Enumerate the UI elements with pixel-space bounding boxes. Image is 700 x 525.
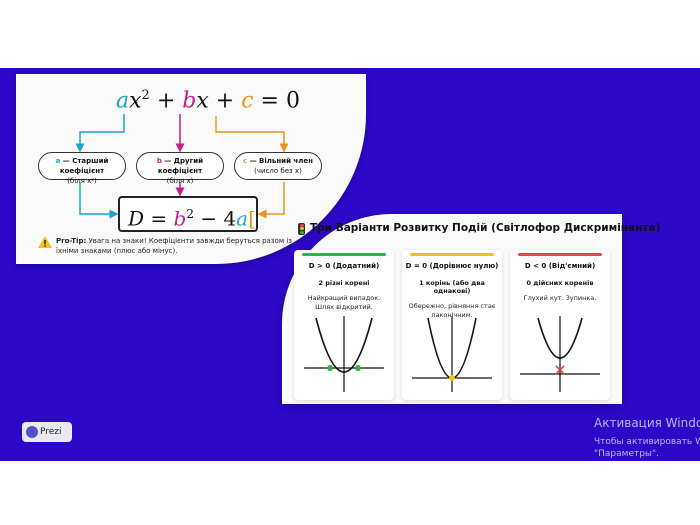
pill-label: c — Вільний член	[235, 156, 321, 166]
pro-tip-text: Увага на знаки! Коефіцієнти завжди берут…	[56, 237, 292, 255]
variant-roots: 1 корінь (або два однакові)	[419, 279, 485, 295]
status-bar-red	[518, 253, 602, 256]
var-x: x	[196, 88, 209, 114]
variant-card-negative: D < 0 (Від'ємний) 0 дійсних коренів Глух…	[510, 250, 610, 400]
equals-zero: = 0	[260, 88, 300, 114]
pill-text: — Другий коефіцієнт	[157, 157, 204, 175]
prezi-logo-icon	[26, 426, 38, 438]
d-minus: − 4	[193, 206, 237, 231]
variant-desc: Обережно, рівняння стає лаконічним.	[408, 302, 496, 319]
d-coef-c: c	[256, 207, 257, 230]
activation-line: Чтобы активировать Wir	[594, 437, 700, 447]
pill-var: b	[156, 157, 162, 165]
coef-b: b	[182, 88, 197, 114]
exponent: 2	[186, 207, 194, 221]
parabola-one-root-graph	[412, 316, 492, 392]
variant-heading: D < 0 (Від'ємний)	[524, 262, 596, 270]
pro-tip: Pro-Tip: Увага на знаки! Коефіцієнти зав…	[56, 236, 316, 256]
pill-var: a	[55, 157, 61, 165]
status-bar-yellow	[410, 253, 494, 256]
parabola-two-roots-graph	[304, 316, 384, 392]
coef-c: c	[241, 88, 254, 114]
variant-card-positive: D > 0 (Додатний) 2 різні корені Найкращи…	[294, 250, 394, 400]
activation-line: "Параметры".	[594, 449, 660, 459]
variant-roots: 0 дійсних коренів	[526, 279, 594, 287]
pill-label: b — Другий коефіцієнт	[137, 156, 223, 176]
pro-tip-title: Pro-Tip:	[56, 237, 87, 245]
pill-coefficient-c: c — Вільний член (число без x)	[234, 152, 322, 180]
exponent: 2	[141, 88, 150, 103]
pill-sub: (біля x²)	[67, 177, 97, 185]
pill-text: — Вільний член	[247, 157, 313, 165]
variant-roots: 2 різні корені	[318, 279, 370, 287]
variants-card: Три Варіанти Розвитку Подій (Світлофор Д…	[282, 214, 660, 404]
variant-heading: D = 0 (Дорівнює нулю)	[405, 262, 499, 270]
warning-icon	[38, 236, 52, 248]
variant-heading: D > 0 (Додатний)	[308, 262, 380, 270]
discriminant-formula: D = b2 − 4a[c	[118, 196, 258, 232]
status-bar-green	[302, 253, 386, 256]
var-x-squared: x	[129, 88, 142, 114]
prezi-presentation-canvas: ax2 + bx + c = 0 a — Старший коефіцієнт …	[0, 68, 700, 461]
coef-a: a	[116, 88, 130, 114]
pill-sub: (біля x)	[166, 177, 194, 185]
d-coef-b: b	[173, 206, 187, 231]
quadratic-equation: ax2 + bx + c = 0	[116, 88, 300, 113]
variant-desc: Найкращий випадок. Шлях відкритий.	[307, 294, 381, 311]
connector-arrows	[75, 114, 289, 219]
plus-sign: +	[215, 88, 235, 114]
pill-var: c	[243, 157, 248, 165]
pill-text: — Старший коефіцієнт	[59, 157, 109, 175]
formula-card: ax2 + bx + c = 0 a — Старший коефіцієнт …	[16, 74, 366, 264]
pill-coefficient-b: b — Другий коефіцієнт (біля x)	[136, 152, 224, 185]
parabola-no-roots-graph	[520, 316, 600, 392]
pill-sub: (число без x)	[254, 167, 302, 175]
d-coef-a: a	[236, 206, 249, 231]
pill-coefficient-a: a — Старший коефіцієнт (біля x²)	[38, 152, 126, 185]
prezi-label: Prezi	[40, 427, 62, 437]
windows-activation-title: Активация Windo	[594, 416, 700, 430]
d-left: D =	[128, 206, 174, 231]
plus-sign: +	[156, 88, 176, 114]
windows-activation-text: Чтобы активировать Wir "Параметры".	[594, 436, 700, 460]
variant-card-zero: D = 0 (Дорівнює нулю) 1 корінь (або два …	[402, 250, 502, 400]
variant-desc: Глухий кут. Зупинка.	[523, 294, 597, 302]
pill-label: a — Старший коефіцієнт	[39, 156, 125, 176]
variants-title: Три Варіанти Розвитку Подій (Світлофор Д…	[310, 222, 661, 234]
prezi-button[interactable]: Prezi	[22, 422, 72, 442]
traffic-light-icon	[298, 223, 305, 235]
